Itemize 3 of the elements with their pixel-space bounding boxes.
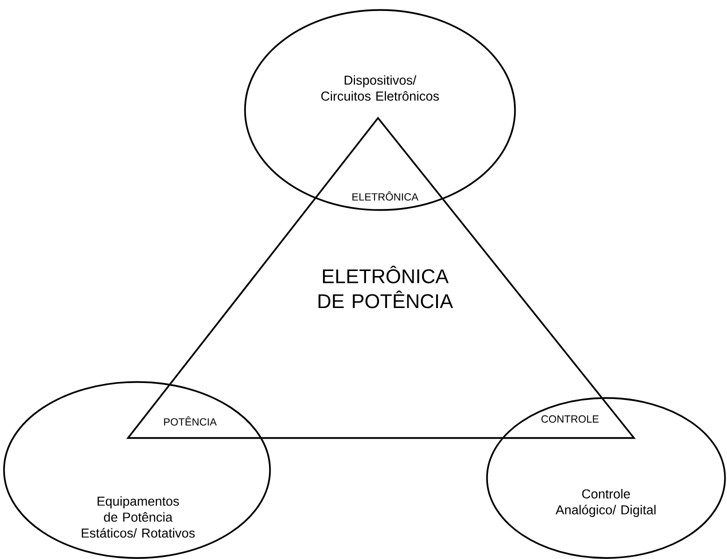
region-label: POTÊNCIA xyxy=(164,416,217,426)
region-label: CONTROLE xyxy=(541,415,599,423)
region-label: ELETRÔNICA xyxy=(352,191,418,201)
